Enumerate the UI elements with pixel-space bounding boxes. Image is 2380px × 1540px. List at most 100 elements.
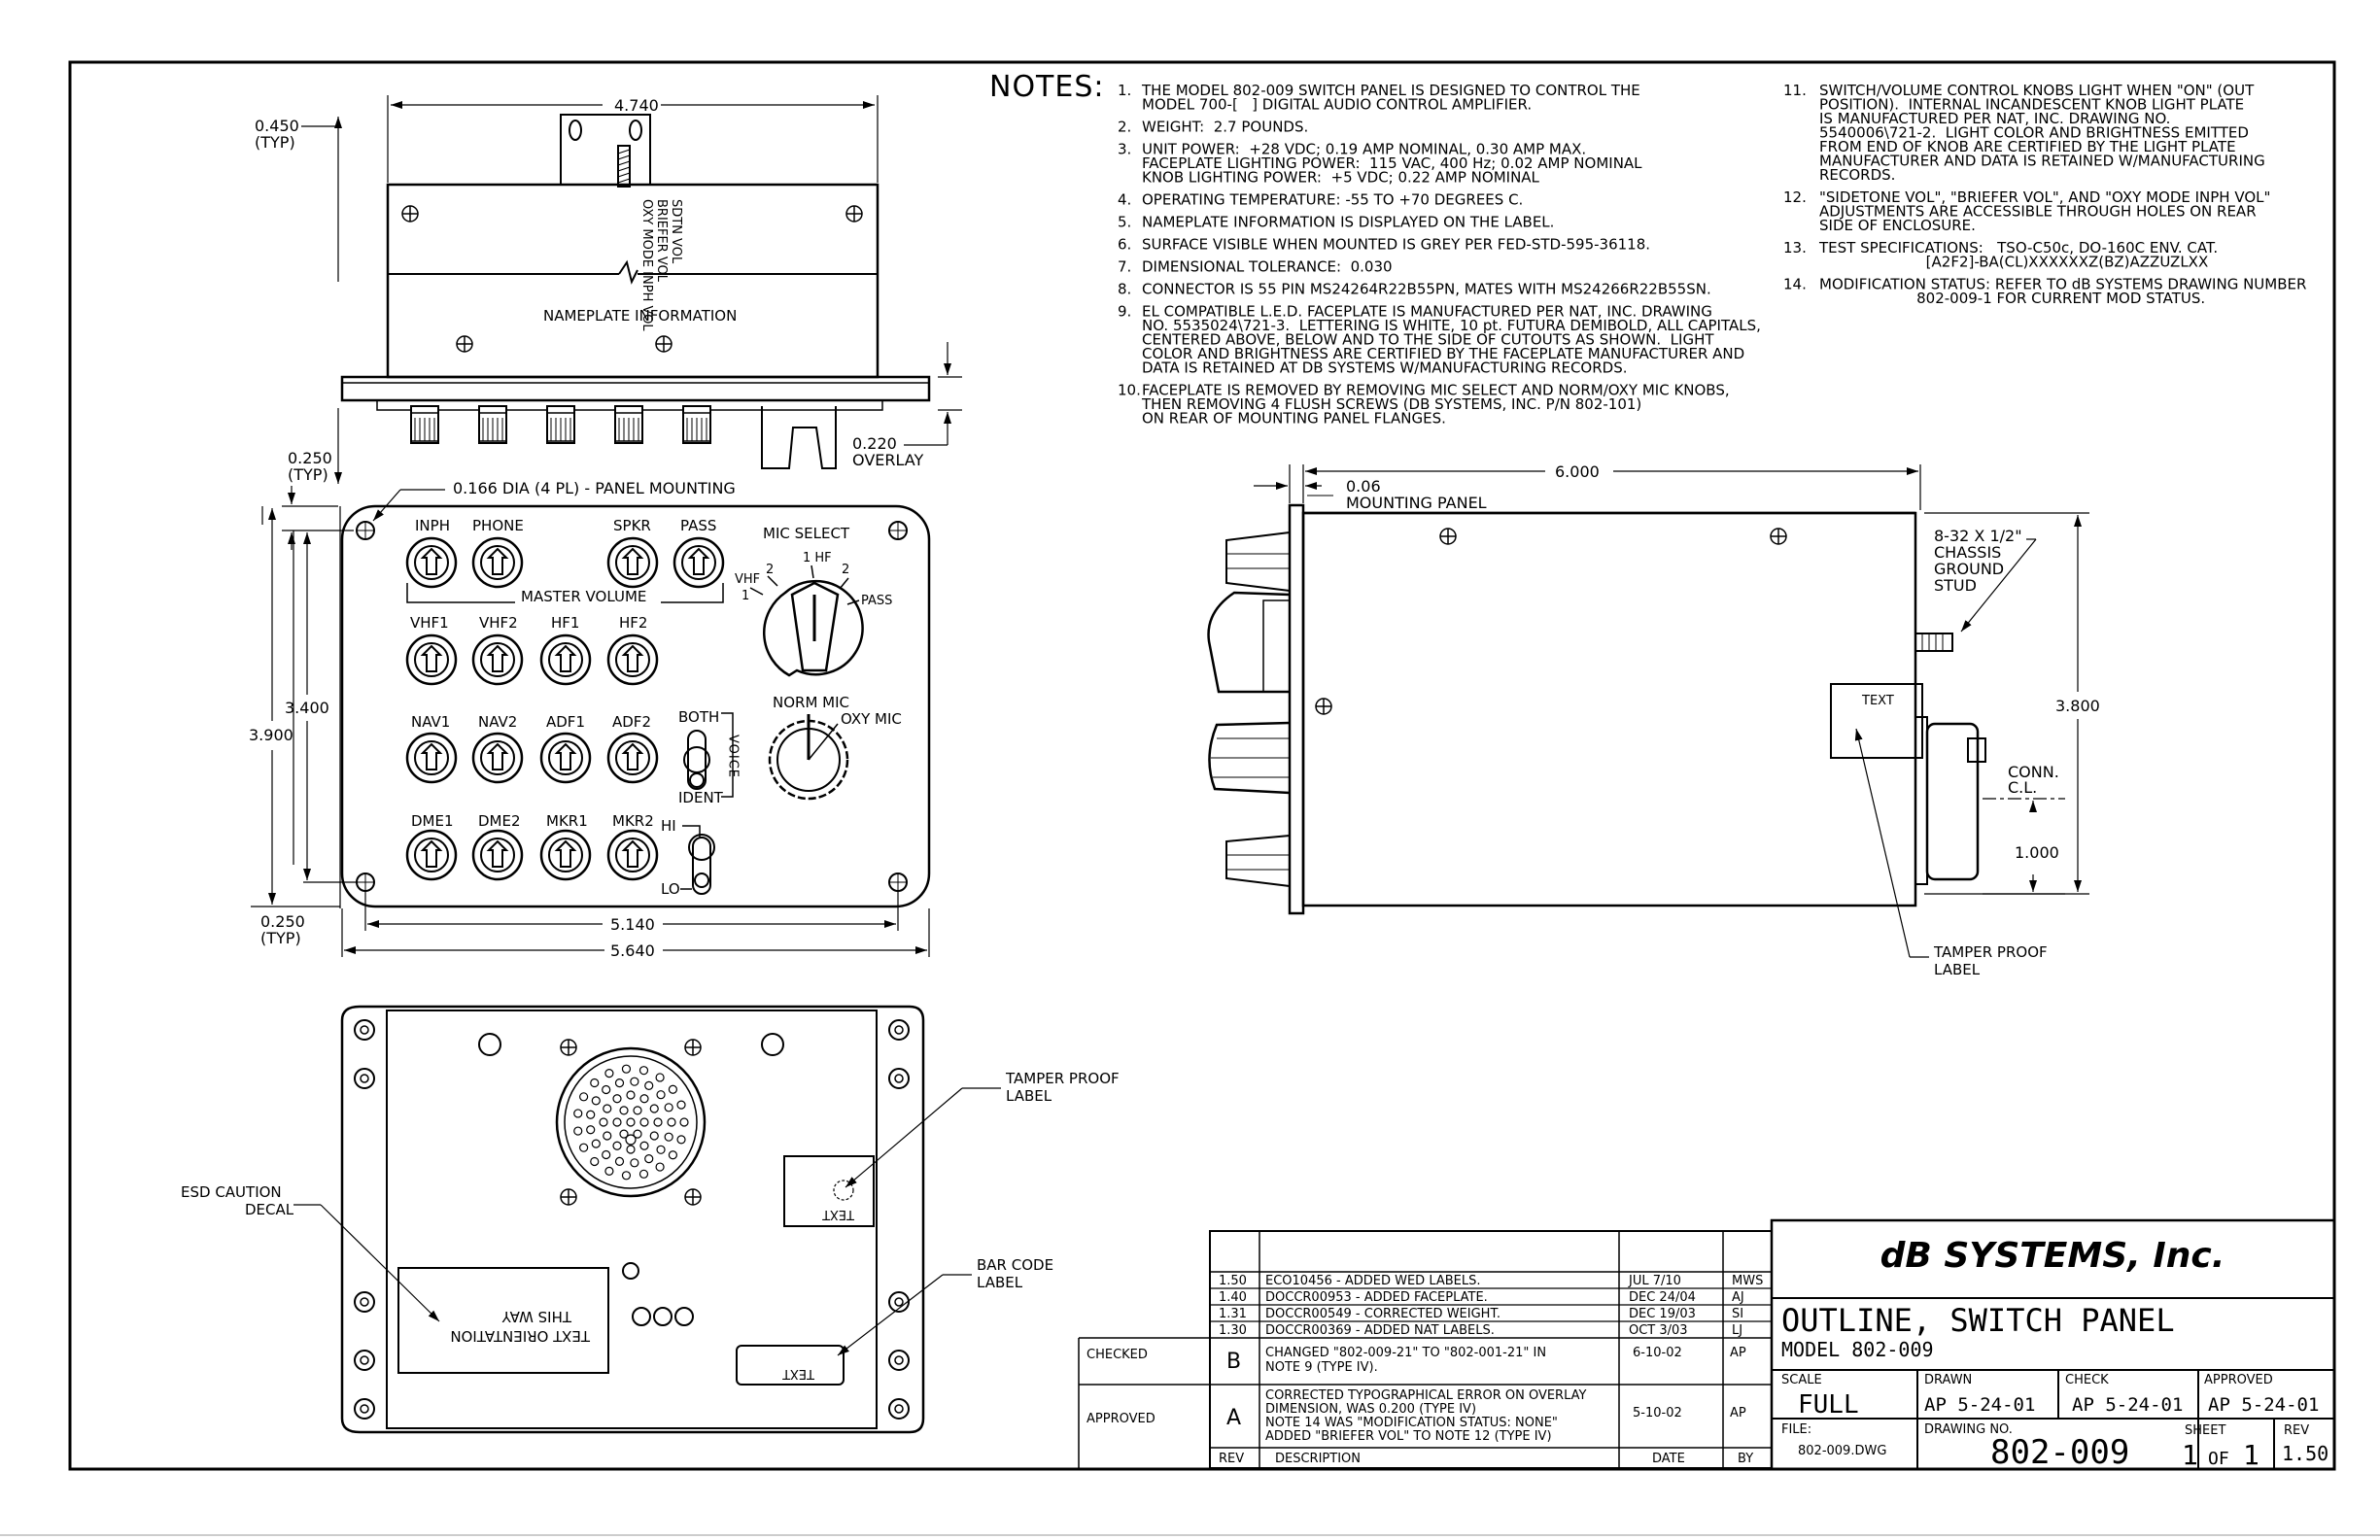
check-label: CHECK xyxy=(2065,1373,2109,1387)
note-number-4: 4. xyxy=(1118,191,1131,209)
knob-icon-pass xyxy=(673,536,725,589)
sdtn-vol-label: SDTN VOL xyxy=(669,199,683,264)
knob-icon-vhf2 xyxy=(471,633,524,686)
rev-row-1-by: MWS xyxy=(1732,1274,1763,1288)
note-r-2-line-1: "SIDETONE VOL", "BRIEFER VOL", AND "OXY … xyxy=(1819,188,2270,206)
note-r-number-1: 11. xyxy=(1783,82,1807,99)
rev-row-5-desc-2: NOTE 9 (TYPE IV). xyxy=(1265,1360,1378,1375)
rev-row-3-desc: DOCCR00549 - CORRECTED WEIGHT. xyxy=(1265,1307,1500,1321)
sheet-of: OF xyxy=(2208,1449,2229,1469)
mic-select-knob xyxy=(763,579,864,677)
dim-0220: 0.220 xyxy=(852,434,897,453)
note-3-line-2: FACEPLATE LIGHTING POWER: 115 VAC, 400 H… xyxy=(1142,154,1642,172)
esd-label-2: DECAL xyxy=(245,1201,294,1218)
note-number-6: 6. xyxy=(1118,236,1131,254)
rev-row-1-date: JUL 7/10 xyxy=(1628,1274,1681,1288)
front-panel: INPH PHONE SPKR PASS MASTER VOLUME VHF1 … xyxy=(339,504,931,908)
knob-icon-vhf1 xyxy=(405,633,458,686)
rev-row-4-by: LJ xyxy=(1732,1323,1742,1338)
knob-label-vhf2: VHF2 xyxy=(479,614,518,632)
note-r-3-line-2: [A2F2]-BA(CL)XXXXXXZ(BZ)AZZUZLXX xyxy=(1819,254,2208,271)
note-r-2-line-3: SIDE OF ENCLOSURE. xyxy=(1819,217,1976,234)
drawing-no-value: 802-009 xyxy=(1990,1433,2129,1472)
note-3-line-3: KNOB LIGHTING POWER: +5 VDC; 0.22 AMP NO… xyxy=(1142,169,1540,187)
note-number-8: 8. xyxy=(1118,281,1131,298)
dim-0450-typ: (TYP) xyxy=(255,133,295,152)
side-tamper-1: TAMPER PROOF xyxy=(1933,943,2048,961)
conn-cl-1: CONN. xyxy=(2008,763,2059,781)
company-name: dB SYSTEMS, Inc. xyxy=(1880,1236,2225,1276)
rear-connector xyxy=(555,1046,707,1198)
top-view-dimensions: 4.740 0.450 (TYP) 0.220 OVERLAY xyxy=(255,95,962,484)
sheet-total: 1 xyxy=(2243,1439,2259,1471)
approved-tb-label: APPROVED xyxy=(2204,1373,2273,1387)
rev-col-header: REV xyxy=(1219,1452,1244,1466)
voice-toggle-switch xyxy=(687,730,707,790)
barcode-label-1: BAR CODE xyxy=(977,1256,1053,1274)
dim-overlay: OVERLAY xyxy=(852,451,923,469)
rear-view: TEXT THIS WAY TEXT ORIENTATION TEXT xyxy=(340,1005,925,1434)
dim-3900: 3.900 xyxy=(249,726,293,744)
knob-label-dme2: DME2 xyxy=(478,812,521,830)
file-label: FILE: xyxy=(1781,1422,1811,1437)
toggle-ident-label: IDENT xyxy=(678,789,724,806)
note-r-4-line-2: 802-009-1 FOR CURRENT MOD STATUS. xyxy=(1819,290,2205,307)
rev-label: REV xyxy=(2284,1423,2309,1438)
sheet-num: 1 xyxy=(2182,1439,2198,1471)
conn-cl-2: C.L. xyxy=(2008,778,2037,797)
approved-label: APPROVED xyxy=(1087,1412,1156,1426)
side-view-dimensions: 6.000 0.06 MOUNTING PANEL 8-32 X 1/2" CH… xyxy=(1254,462,2100,978)
note-r-2-line-2: ADJUSTMENTS ARE ACCESSIBLE THROUGH HOLES… xyxy=(1819,203,2257,221)
note-r-1-line-6: MANUFACTURER AND DATA IS RETAINED W/MANU… xyxy=(1819,153,2265,170)
top-view: NAMEPLATE INFORMATION SDTN VOL BRIEFER V… xyxy=(340,114,931,469)
title-block: dB SYSTEMS, Inc. OUTLINE, SWITCH PANEL M… xyxy=(1770,1218,2336,1472)
note-r-1-line-1: SWITCH/VOLUME CONTROL KNOBS LIGHT WHEN "… xyxy=(1819,82,2255,99)
dim-3400: 3.400 xyxy=(285,699,329,717)
knob-icon-mkr2 xyxy=(606,829,659,881)
mic-pos-vhf: VHF xyxy=(735,572,760,587)
rev-row-3-date: DEC 19/03 xyxy=(1629,1307,1696,1321)
rev-row-2-by: AJ xyxy=(1732,1290,1744,1305)
note-8-line-1: CONNECTOR IS 55 PIN MS24264R22B55PN, MAT… xyxy=(1142,281,1711,298)
orientation-line-1: TEXT ORIENTATION xyxy=(450,1327,591,1345)
knob-icon-nav2 xyxy=(471,732,524,784)
knob-label-hf2: HF2 xyxy=(619,614,647,632)
knob-label-hf1: HF1 xyxy=(551,614,579,632)
nameplate-label: NAMEPLATE INFORMATION xyxy=(543,307,737,325)
date-col-header: DATE xyxy=(1652,1452,1685,1466)
drawn-label: DRAWN xyxy=(1924,1373,1972,1387)
file-value: 802-009.DWG xyxy=(1798,1444,1886,1458)
rear-view-callouts: TAMPER PROOF LABEL ESD CAUTION DECAL BAR… xyxy=(181,1070,1120,1356)
note-1-line-1: THE MODEL 802-009 SWITCH PANEL IS DESIGN… xyxy=(1141,82,1640,99)
by-col-header: BY xyxy=(1738,1452,1753,1466)
approved-value: AP 5-24-01 xyxy=(2208,1394,2319,1416)
note-9-line-2: NO. 5535024\721-3. LETTERING IS WHITE, 1… xyxy=(1142,317,1761,334)
knob-icon-inph xyxy=(405,536,458,589)
tamper-label-1: TAMPER PROOF xyxy=(1005,1070,1120,1087)
knob-label-spkr: SPKR xyxy=(613,517,651,534)
knob-label-mkr1: MKR1 xyxy=(546,812,588,830)
master-volume-label: MASTER VOLUME xyxy=(521,588,646,605)
knob-icon-adf2 xyxy=(606,732,659,784)
note-r-number-4: 14. xyxy=(1783,276,1807,293)
barcode-text: TEXT xyxy=(782,1366,815,1381)
dim-0250-top: 0.250 xyxy=(288,449,332,467)
note-number-9: 9. xyxy=(1118,303,1131,321)
note-3-line-1: UNIT POWER: +28 VDC; 0.19 AMP NOMINAL, 0… xyxy=(1142,141,1586,158)
dim-6000: 6.000 xyxy=(1555,462,1600,481)
drawn-value: AP 5-24-01 xyxy=(1924,1394,2035,1416)
rev-row-1-desc: ECO10456 - ADDED WED LABELS. xyxy=(1265,1274,1481,1288)
orientation-line-2: THIS WAY xyxy=(501,1308,572,1325)
rev-row-4-date: OCT 3/03 xyxy=(1629,1323,1688,1338)
mic-select-label: MIC SELECT xyxy=(763,525,850,542)
scale-value: FULL xyxy=(1798,1390,1859,1420)
norm-mic-label: NORM MIC xyxy=(773,694,849,711)
rev-row-2-desc: DOCCR00953 - ADDED FACEPLATE. xyxy=(1265,1290,1488,1305)
note-r-1-line-7: RECORDS. xyxy=(1819,166,1895,184)
check-value: AP 5-24-01 xyxy=(2072,1394,2183,1416)
dim-0250-bot: 0.250 xyxy=(260,912,305,931)
note-r-4-line-1: MODIFICATION STATUS: REFER TO dB SYSTEMS… xyxy=(1819,276,2306,293)
rev-row-6-rev: A xyxy=(1226,1406,1241,1430)
